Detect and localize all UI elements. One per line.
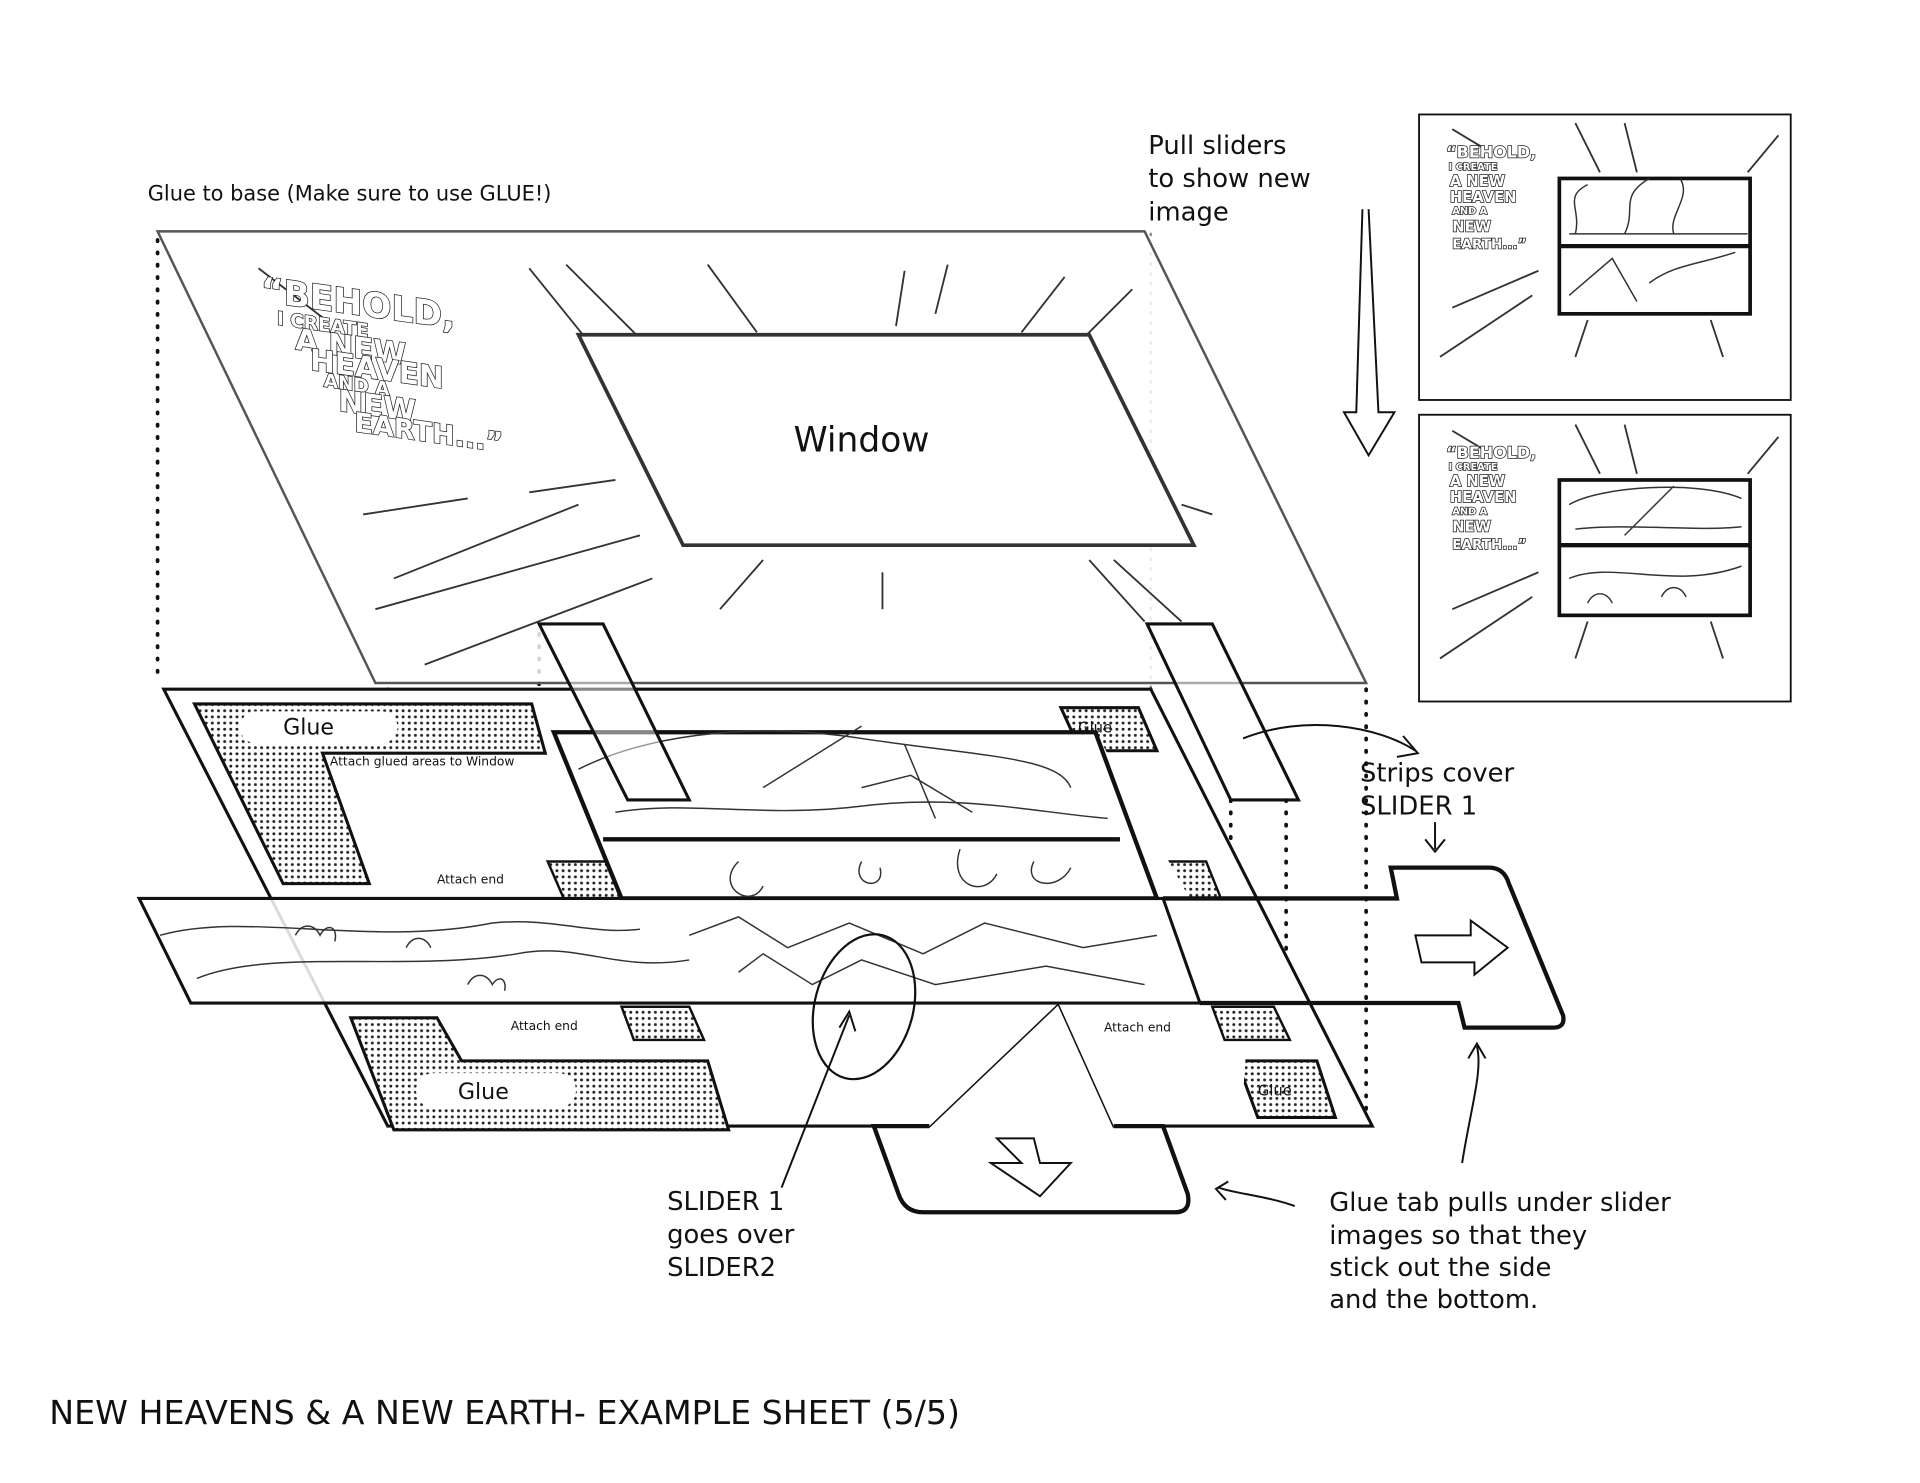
attach-end-label: Attach end	[437, 873, 504, 887]
svg-text:A NEW: A NEW	[1450, 473, 1505, 490]
strip-right	[1144, 622, 1301, 802]
svg-text:and the bottom.: and the bottom.	[1329, 1285, 1538, 1315]
attach-end-label: Attach end	[1104, 1020, 1171, 1034]
attach-glued-label: Attach glued areas to Window	[330, 754, 515, 768]
glue-label: Glue	[1258, 1082, 1292, 1099]
svg-text:Pull sliders: Pull sliders	[1148, 131, 1286, 161]
window-label: Window	[794, 421, 930, 461]
slider-1[interactable]	[136, 865, 1566, 1091]
glue-tab-note: Glue tab pulls under slider images so th…	[1214, 1041, 1671, 1315]
svg-text:“BEHOLD,: “BEHOLD,	[1446, 443, 1536, 462]
sunburst-rays	[257, 263, 1213, 666]
glue-label: Glue	[283, 715, 334, 741]
svg-text:AND A: AND A	[1452, 506, 1487, 517]
top-sheet: Window “BEHOLD, I CREATE A NEW HEAVEN AN…	[155, 230, 1369, 802]
example-thumbnail-1: “BEHOLD, I CREATE A NEW HEAVEN AND A NEW…	[1418, 113, 1792, 401]
arrow-right-icon	[1414, 918, 1510, 977]
glue-area-top-left	[192, 702, 548, 886]
svg-text:SLIDER 1: SLIDER 1	[667, 1187, 784, 1217]
window-cutout	[575, 332, 1197, 548]
svg-text:goes over: goes over	[667, 1220, 795, 1250]
arrow-down-icon	[1342, 209, 1397, 458]
strip-left	[536, 622, 692, 802]
svg-text:HEAVEN: HEAVEN	[1450, 489, 1517, 506]
svg-text:NEW: NEW	[1452, 519, 1491, 536]
svg-text:NEW: NEW	[1452, 218, 1491, 235]
svg-text:Glue tab pulls under slider: Glue tab pulls under slider	[1329, 1188, 1671, 1218]
arrow-down-icon	[987, 1137, 1074, 1198]
sheet-title: NEW HEAVENS & A NEW EARTH- EXAMPLE SHEET…	[49, 1393, 960, 1432]
svg-text:A NEW: A NEW	[1450, 173, 1505, 190]
slider-order-note: SLIDER 1 goes over SLIDER2	[667, 1009, 857, 1283]
pull-sliders-note: Pull sliders to show new image	[1148, 131, 1397, 458]
strips-cover-note: Strips cover SLIDER 1	[1242, 724, 1515, 854]
glue-label: Glue	[458, 1079, 509, 1105]
svg-text:images so that they: images so that they	[1329, 1221, 1587, 1251]
overlap-highlight-circle	[811, 933, 917, 1081]
glue-area-bottom-right	[1234, 1059, 1338, 1120]
svg-text:SLIDER 1: SLIDER 1	[1360, 792, 1477, 822]
glue-to-base-label: Glue to base (Make sure to use GLUE!)	[148, 182, 552, 206]
svg-text:EARTH...”: EARTH...”	[1452, 537, 1526, 553]
attach-end-label: Attach end	[511, 1019, 578, 1033]
svg-text:HEAVEN: HEAVEN	[1450, 189, 1517, 206]
example-thumbnail-2: “BEHOLD, I CREATE A NEW HEAVEN AND A NEW…	[1418, 413, 1792, 703]
svg-text:SLIDER2: SLIDER2	[667, 1253, 776, 1283]
svg-text:AND A: AND A	[1452, 206, 1487, 217]
svg-text:image: image	[1148, 197, 1228, 227]
svg-text:stick out the side: stick out the side	[1329, 1253, 1551, 1283]
svg-text:to show new: to show new	[1148, 164, 1310, 194]
svg-text:Strips cover: Strips cover	[1360, 758, 1515, 788]
attach-end-bottom-right: Attach end	[1104, 1005, 1292, 1042]
svg-text:I CREATE: I CREATE	[1449, 462, 1498, 473]
svg-text:I CREATE: I CREATE	[1449, 162, 1498, 173]
svg-text:EARTH...”: EARTH...”	[1452, 237, 1526, 253]
svg-text:“BEHOLD,: “BEHOLD,	[1446, 143, 1536, 162]
